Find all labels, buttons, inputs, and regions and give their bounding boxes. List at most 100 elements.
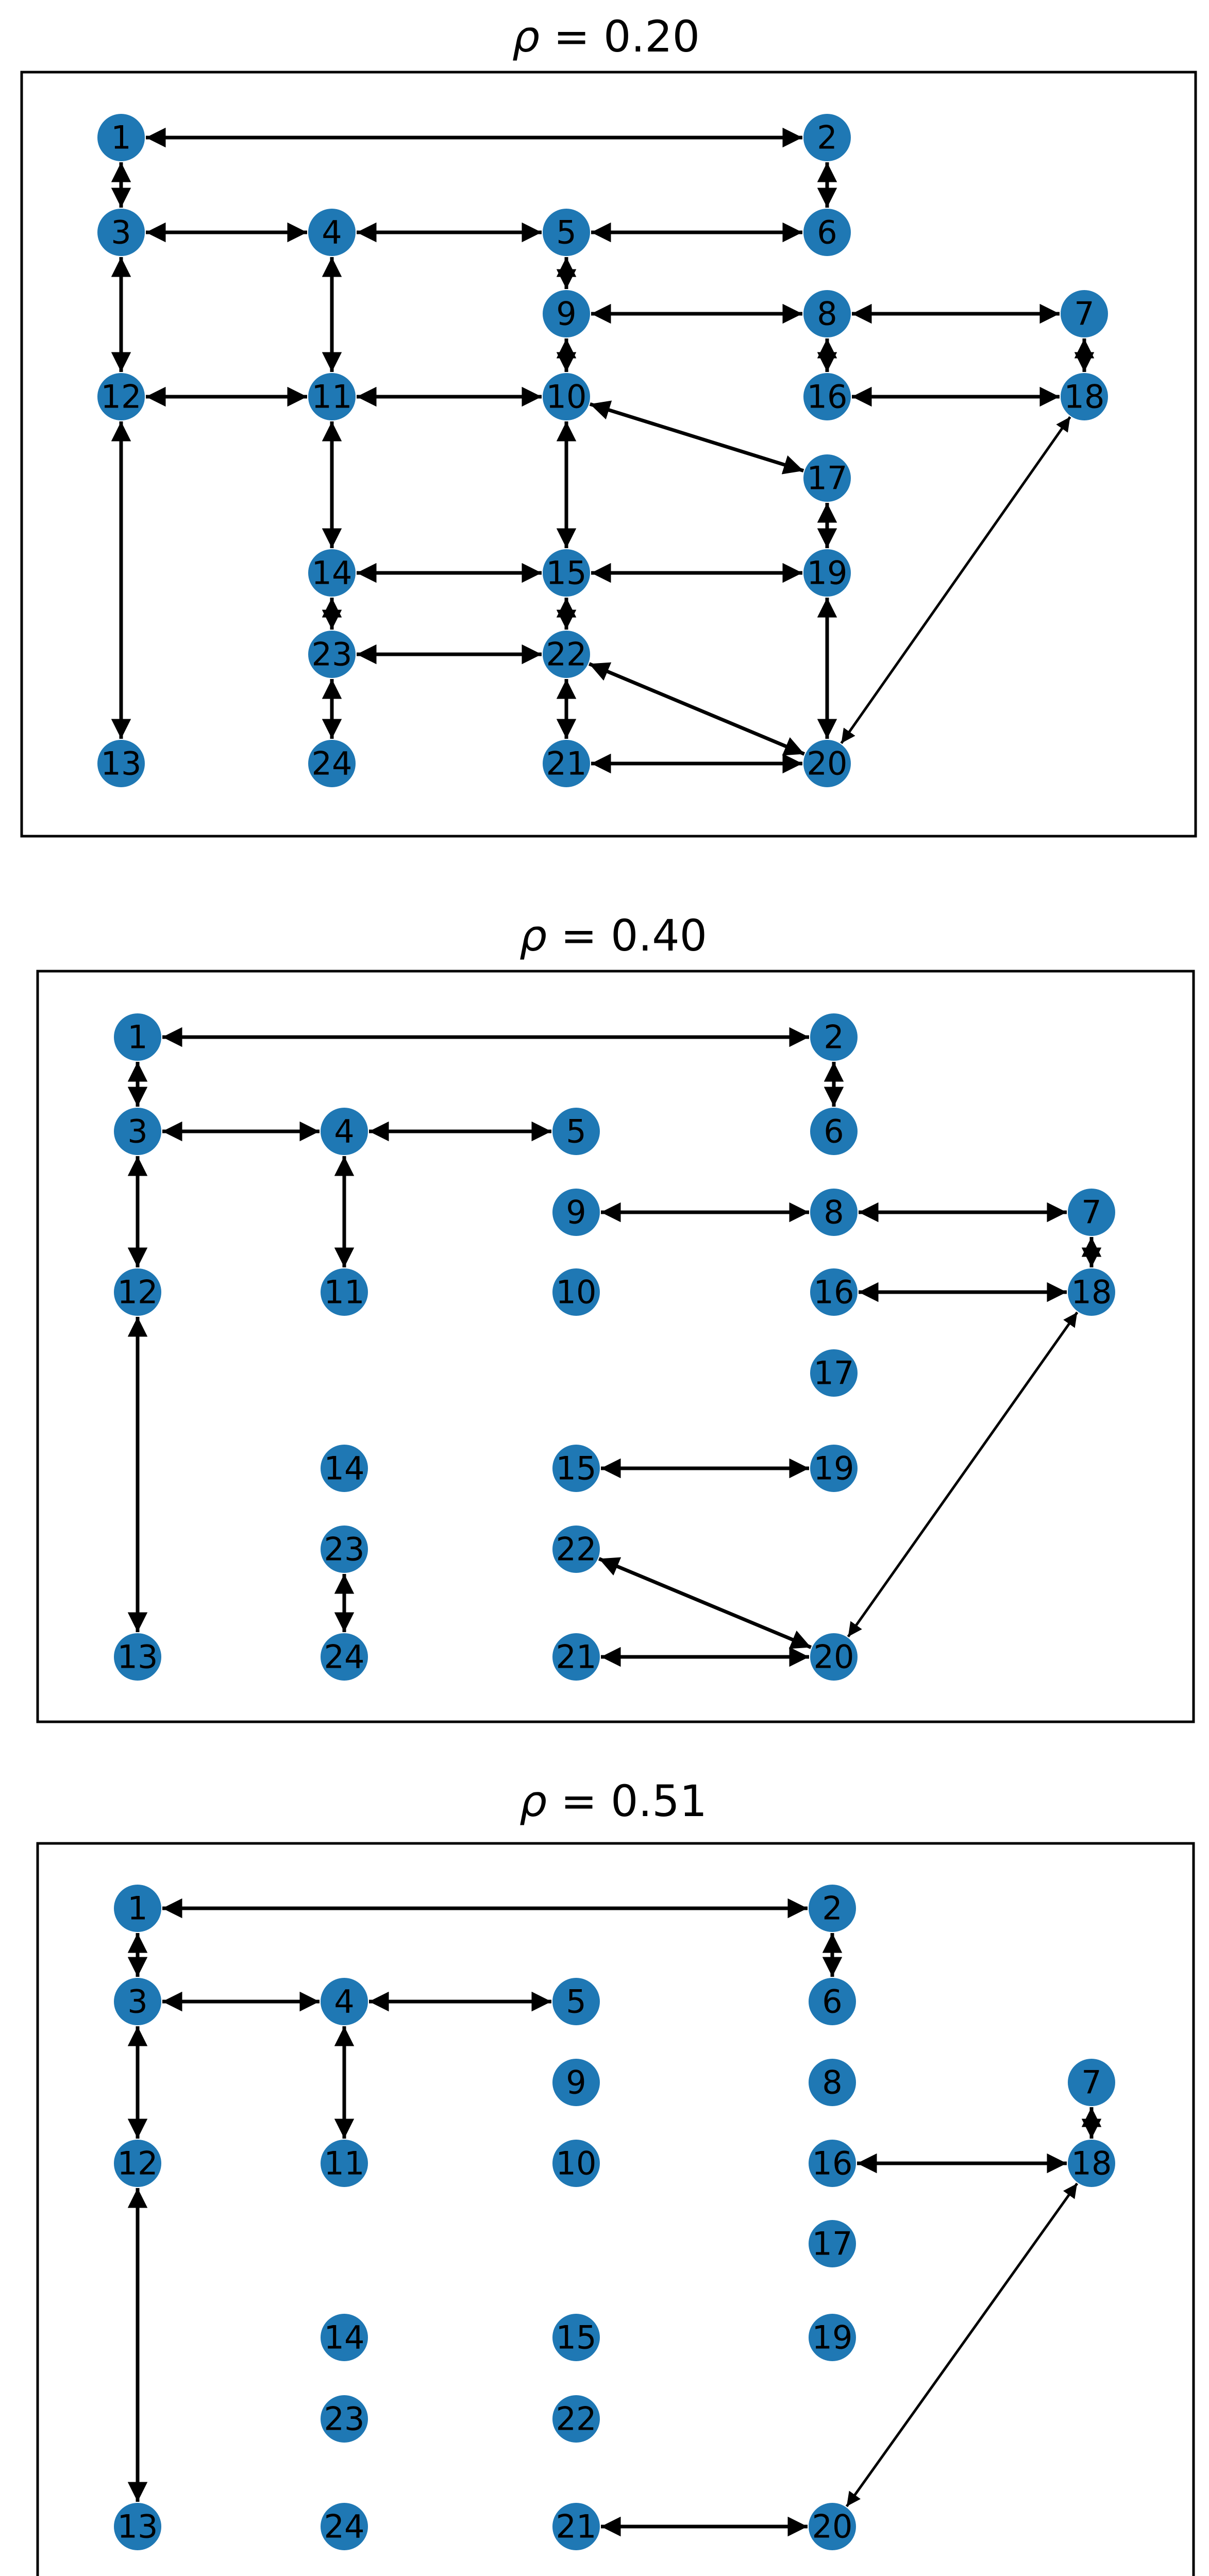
- node-label: 17: [812, 2225, 853, 2263]
- node-circle: [97, 373, 145, 420]
- node-19: 19: [809, 2314, 856, 2361]
- node-label: 24: [324, 2508, 365, 2546]
- node-label: 15: [556, 2319, 597, 2357]
- node-13: 13: [97, 740, 145, 787]
- node-label: 18: [1071, 1274, 1112, 1311]
- node-1: 1: [114, 1013, 161, 1061]
- node-label: 8: [824, 1194, 844, 1231]
- node-label: 1: [111, 119, 131, 157]
- node-circle: [552, 2059, 600, 2106]
- node-label: 21: [556, 1638, 597, 1676]
- node-label: 12: [101, 378, 142, 416]
- node-circle: [809, 2220, 856, 2267]
- node-circle: [809, 1978, 856, 2025]
- node-circle: [321, 1978, 368, 2025]
- node-13: 13: [114, 2503, 161, 2550]
- node-label: 21: [546, 745, 587, 783]
- node-label: 4: [334, 1983, 354, 2021]
- node-label: 14: [312, 554, 352, 592]
- node-circle: [803, 454, 851, 502]
- node-label: 2: [817, 119, 837, 157]
- node-label: 23: [312, 636, 352, 673]
- node-label: 13: [117, 1638, 158, 1676]
- equals-sign: =: [540, 11, 603, 62]
- node-circle: [543, 740, 590, 787]
- panel-title: ρ = 0.20: [512, 11, 700, 62]
- node-label: 20: [812, 2508, 853, 2546]
- node-label: 10: [556, 1274, 597, 1311]
- node-label: 24: [324, 1638, 365, 1676]
- edge-10-17: [589, 400, 804, 474]
- node-circle: [810, 1013, 858, 1061]
- node-4: 4: [321, 1108, 368, 1155]
- node-label: 12: [117, 2145, 158, 2182]
- node-label: 3: [127, 1983, 147, 2021]
- node-circle: [114, 1633, 161, 1681]
- node-2: 2: [809, 1885, 856, 1932]
- node-2: 2: [803, 114, 851, 161]
- node-label: 9: [566, 2064, 586, 2102]
- node-circle: [1068, 1189, 1115, 1236]
- node-12: 12: [114, 1268, 161, 1316]
- panel-title: ρ = 0.40: [519, 910, 707, 961]
- node-23: 23: [308, 631, 356, 678]
- node-label: 9: [566, 1194, 586, 1231]
- rho-symbol: ρ: [519, 910, 547, 961]
- node-circle: [308, 209, 356, 256]
- node-circle: [1061, 290, 1108, 337]
- node-circle: [308, 549, 356, 597]
- node-label: 12: [117, 1274, 158, 1311]
- node-19: 19: [803, 549, 851, 597]
- node-circle: [321, 2503, 368, 2550]
- node-label: 16: [814, 1274, 854, 1311]
- node-7: 7: [1061, 290, 1108, 337]
- node-label: 6: [824, 1113, 844, 1150]
- node-circle: [552, 2140, 600, 2187]
- node-10: 10: [543, 373, 590, 420]
- node-circle: [809, 2140, 856, 2187]
- node-label: 5: [556, 214, 576, 251]
- node-label: 20: [807, 745, 848, 783]
- node-circle: [321, 2314, 368, 2361]
- panel-frame: [20, 71, 1197, 838]
- node-label: 16: [807, 378, 848, 416]
- node-circle: [1068, 2059, 1115, 2106]
- node-4: 4: [308, 209, 356, 256]
- node-circle: [803, 373, 851, 420]
- node-4: 4: [321, 1978, 368, 2025]
- node-circle: [114, 1108, 161, 1155]
- node-circle: [114, 2140, 161, 2187]
- node-11: 11: [308, 373, 356, 420]
- node-label: 19: [814, 1450, 854, 1487]
- node-circle: [1068, 2140, 1115, 2187]
- node-label: 21: [556, 2508, 597, 2546]
- node-label: 3: [127, 1113, 147, 1150]
- node-7: 7: [1068, 2059, 1115, 2106]
- node-label: 23: [324, 2400, 365, 2438]
- node-22: 22: [543, 631, 590, 678]
- node-23: 23: [321, 1526, 368, 1573]
- node-6: 6: [810, 1108, 858, 1155]
- node-1: 1: [97, 114, 145, 161]
- node-circle: [308, 631, 356, 678]
- node-5: 5: [552, 1108, 600, 1155]
- node-20: 20: [809, 2503, 856, 2550]
- node-circle: [1068, 1268, 1115, 1316]
- node-label: 4: [334, 1113, 354, 1150]
- node-12: 12: [97, 373, 145, 420]
- node-8: 8: [803, 290, 851, 337]
- node-circle: [810, 1108, 858, 1155]
- node-24: 24: [308, 740, 356, 787]
- node-16: 16: [810, 1268, 858, 1316]
- rho-symbol: ρ: [512, 11, 540, 62]
- node-label: 6: [822, 1983, 842, 2021]
- node-8: 8: [809, 2059, 856, 2106]
- node-label: 5: [566, 1113, 586, 1150]
- node-circle: [321, 1633, 368, 1681]
- node-circle: [543, 549, 590, 597]
- node-circle: [114, 1013, 161, 1061]
- node-circle: [552, 1189, 600, 1236]
- node-label: 18: [1064, 378, 1105, 416]
